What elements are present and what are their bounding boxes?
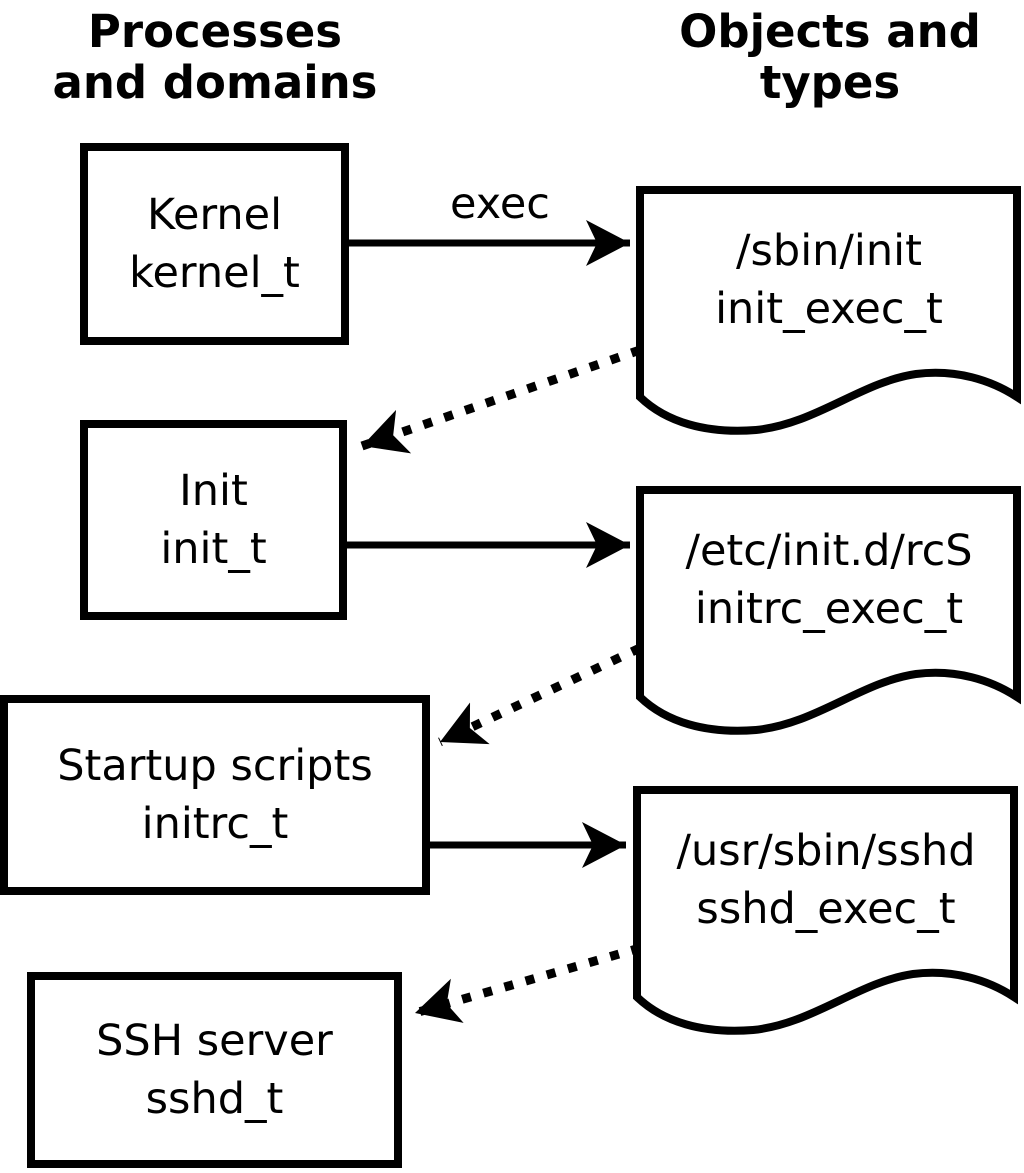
right-header-line1: Objects and — [679, 5, 981, 58]
transition-arrow-sshd-exec-to-sshd-t — [413, 943, 642, 1023]
object-doc-rcs: /etc/init.d/rcS initrc_exec_t — [640, 522, 1018, 638]
object-type: init_exec_t — [715, 284, 943, 334]
process-domain: kernel_t — [129, 248, 300, 298]
process-name: Kernel — [146, 190, 283, 240]
exec-arrow-label: exec — [450, 179, 550, 229]
process-box-startup-scripts: Startup scripts initrc_t — [0, 695, 430, 895]
process-domain: init_t — [160, 524, 267, 574]
right-header-line2: types — [759, 56, 901, 109]
right-column-header: Objects and types — [650, 6, 1010, 108]
process-name: Init — [179, 466, 248, 516]
left-column-header: Processes and domains — [20, 6, 410, 108]
transition-arrow-sbin-init-to-init-t — [360, 345, 642, 454]
process-box-kernel: Kernel kernel_t — [80, 143, 349, 345]
process-name: SSH server — [96, 1016, 333, 1066]
left-header-line2: and domains — [52, 56, 378, 109]
object-type: initrc_exec_t — [694, 584, 964, 634]
process-box-ssh-server: SSH server sshd_t — [27, 972, 402, 1168]
object-path: /etc/init.d/rcS — [685, 526, 973, 576]
object-path: /usr/sbin/sshd — [676, 826, 976, 876]
object-type: sshd_exec_t — [696, 884, 956, 934]
object-doc-shape-rcs — [636, 486, 1021, 735]
process-name: Startup scripts — [57, 741, 373, 791]
object-path: /sbin/init — [736, 226, 922, 276]
process-domain: initrc_t — [141, 799, 289, 849]
transition-arrow-rcs-to-initrc-t — [438, 643, 642, 747]
left-header-line1: Processes — [87, 5, 343, 58]
object-doc-shape-sbin-init — [636, 186, 1021, 435]
object-doc-sbin-init: /sbin/init init_exec_t — [640, 222, 1018, 338]
object-doc-sshd: /usr/sbin/sshd sshd_exec_t — [637, 822, 1015, 938]
object-doc-shape-sshd — [633, 786, 1018, 1035]
process-domain: sshd_t — [145, 1074, 284, 1124]
process-box-init: Init init_t — [80, 420, 347, 620]
